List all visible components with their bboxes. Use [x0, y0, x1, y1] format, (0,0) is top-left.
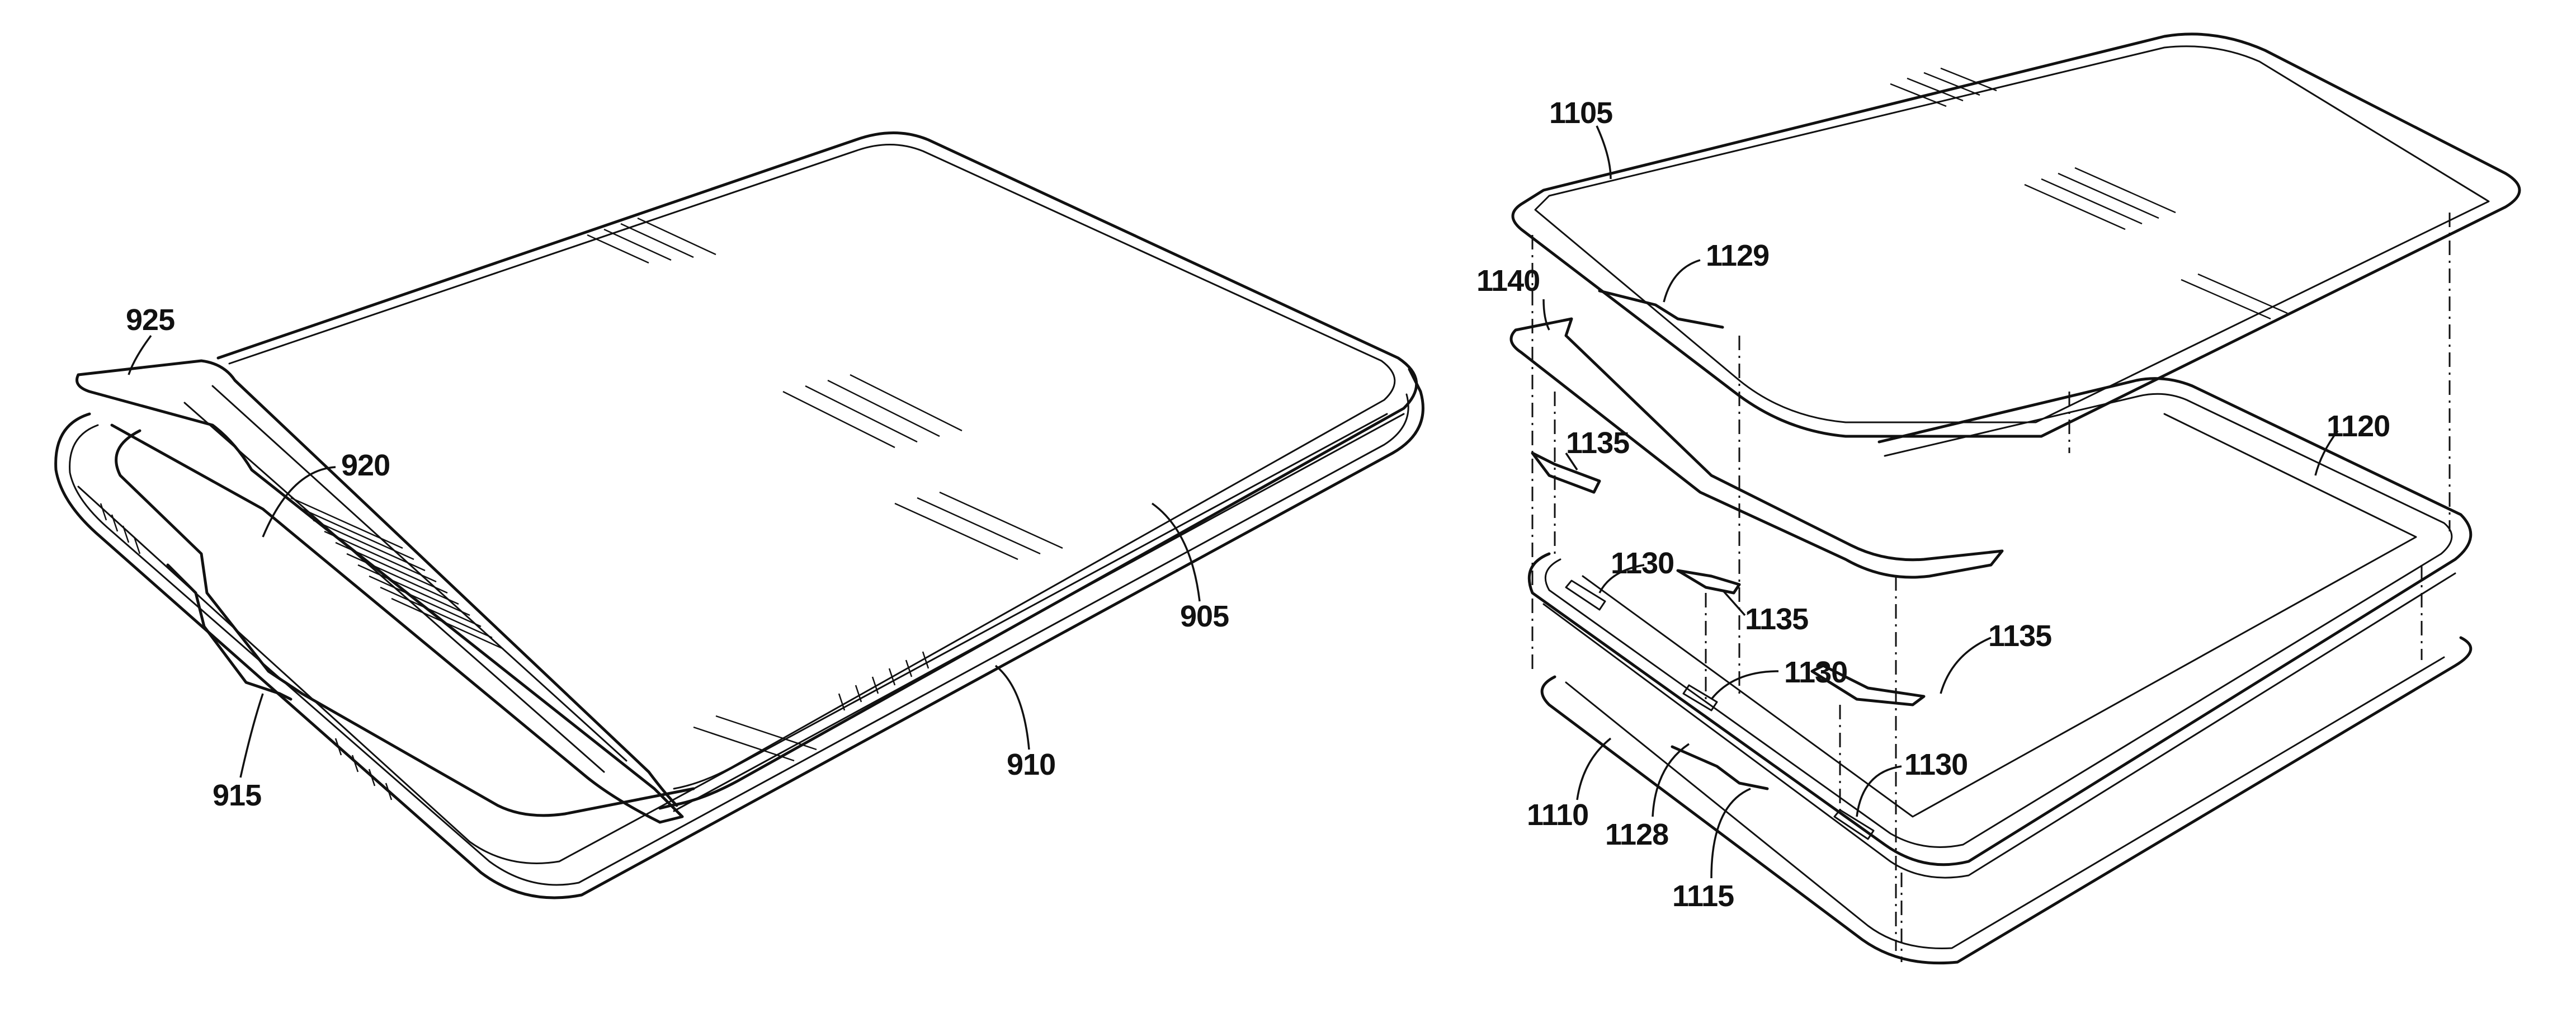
top-cover-hatching	[1890, 68, 2287, 319]
leader-915	[240, 694, 263, 778]
top-cover-notch-1129	[1600, 291, 1723, 327]
label-1130c: 1130	[1904, 748, 1968, 781]
flap-top	[78, 361, 677, 805]
label-905: 905	[1180, 600, 1229, 633]
label-1105: 1105	[1549, 96, 1612, 130]
leader-1135c	[1941, 638, 1991, 694]
label-1115: 1115	[1672, 879, 1734, 913]
assembled-case-view: 925 920 905 910 915	[56, 133, 1423, 898]
label-1110: 1110	[1527, 798, 1588, 832]
cover-panel	[218, 133, 1417, 809]
label-910: 910	[1007, 748, 1055, 781]
frame-side-texture	[101, 503, 928, 800]
folding-flap	[77, 375, 683, 822]
cover-hatching	[587, 218, 1063, 761]
outer-frame-inner-edge	[70, 394, 1409, 885]
bottom-tray-notch-1128	[1672, 747, 1767, 789]
label-920: 920	[341, 449, 390, 482]
label-1130b: 1130	[1784, 656, 1847, 689]
alignment-lines	[1532, 213, 2450, 962]
tab-1135-b	[1678, 571, 1739, 593]
outer-frame	[56, 369, 1423, 898]
leader-1105	[1597, 126, 1611, 179]
label-1130a: 1130	[1611, 546, 1674, 580]
label-1129: 1129	[1706, 239, 1769, 272]
top-cover	[1513, 34, 2520, 436]
label-1140: 1140	[1476, 264, 1540, 298]
flap-fold-line	[213, 386, 626, 761]
exploded-case-view: 1105 1129 1140 1135 1120 1130 1135 1135 …	[1476, 34, 2520, 963]
leader-1129	[1664, 260, 1700, 302]
leader-910	[996, 666, 1029, 750]
flap-hatching	[291, 498, 503, 649]
bottom-tray	[1542, 638, 2471, 963]
label-1135b: 1135	[1745, 602, 1808, 636]
label-1135c: 1135	[1988, 619, 2051, 653]
label-915: 915	[213, 779, 261, 812]
label-925: 925	[126, 303, 174, 337]
label-1120: 1120	[2327, 409, 2390, 443]
label-1135a: 1135	[1566, 426, 1629, 460]
leader-1115	[1711, 789, 1751, 878]
top-cover-inner	[1535, 46, 2489, 422]
frame-notch	[168, 565, 291, 699]
cover-panel-inner	[229, 144, 1395, 789]
label-1128: 1128	[1605, 818, 1668, 851]
middle-frame-recess	[1583, 414, 2416, 817]
